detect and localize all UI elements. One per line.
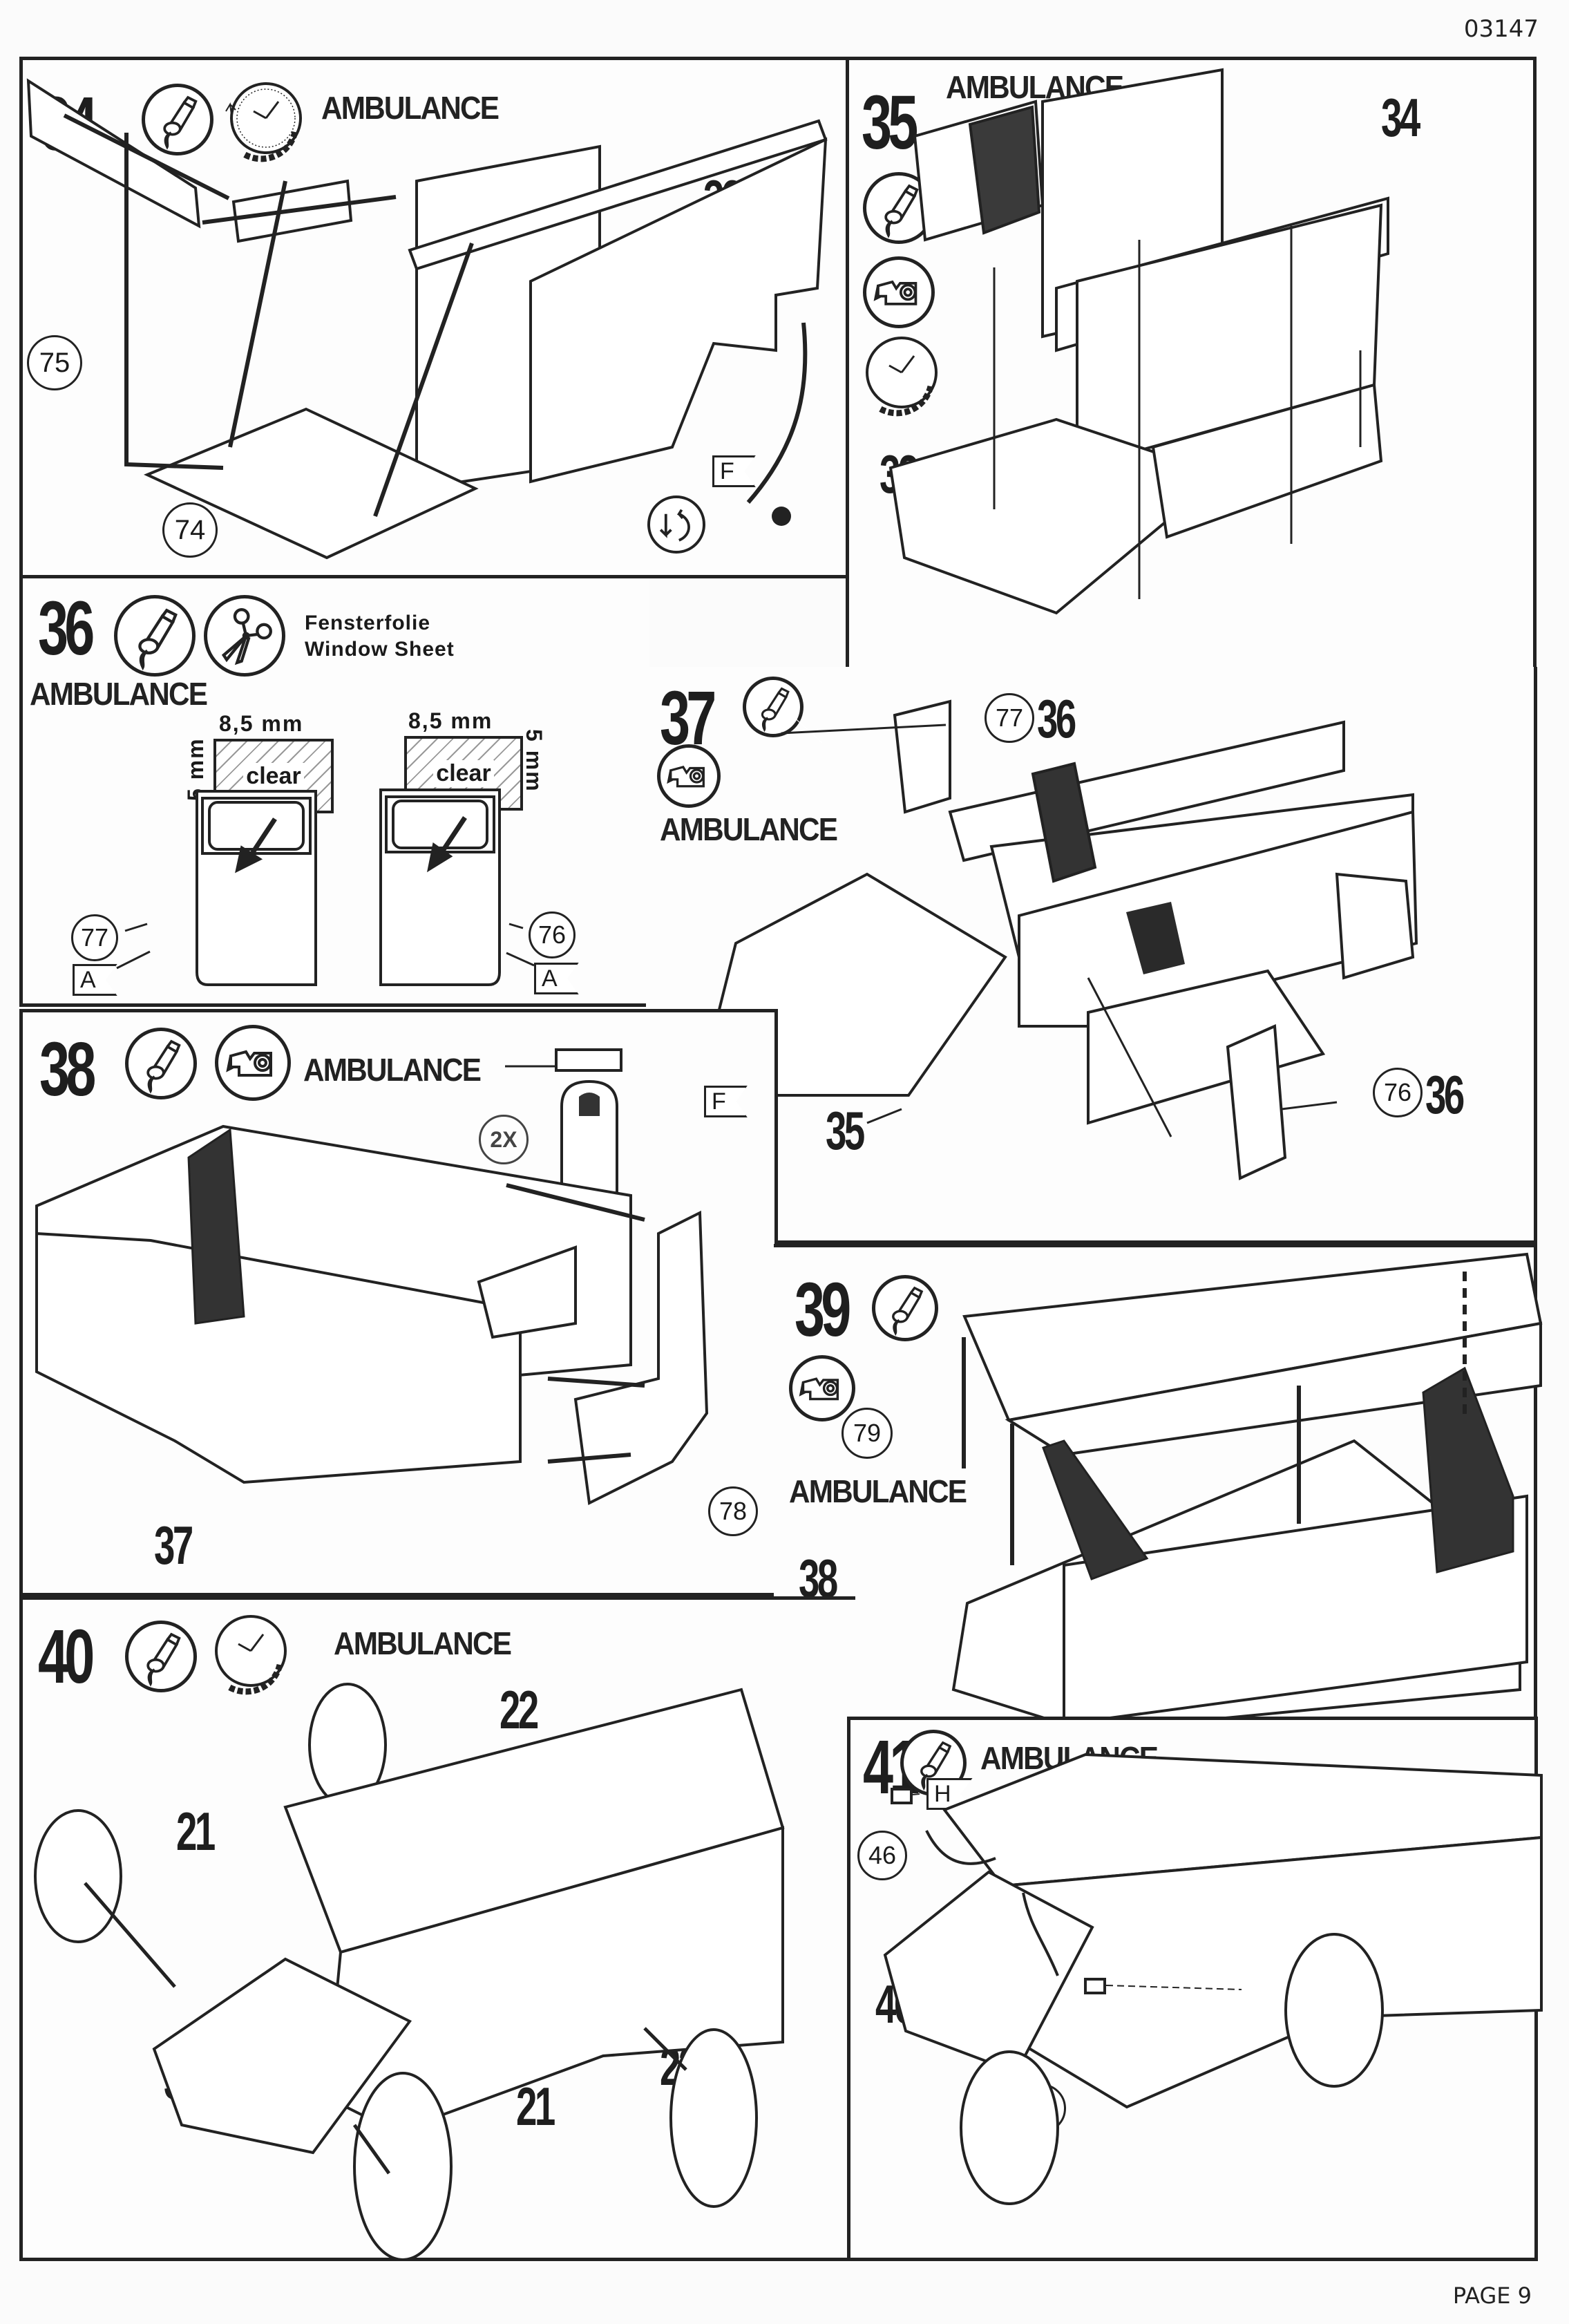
door-drawings: [23, 578, 653, 1010]
step-40-panel: 40 AMBULANCE 22 21 39 22 21: [19, 1596, 855, 2261]
part-callout: 79: [841, 1408, 893, 1459]
assembly-ref: 37: [154, 1515, 193, 1576]
assembly-ref: 36: [1037, 688, 1076, 749]
variant-label: AMBULANCE: [303, 1052, 482, 1088]
step-37-drawing: [646, 667, 1537, 1244]
drying-time-clock-icon: [223, 77, 306, 167]
quantity-badge: 2X: [479, 1115, 529, 1164]
window-width: 8,5 mm: [408, 708, 493, 733]
part-callout: 74: [162, 502, 218, 558]
part-callout: 75: [27, 335, 82, 390]
step-34-drawing: [23, 60, 855, 582]
part-callout: 77: [71, 914, 118, 961]
part-callout: 77: [985, 693, 1034, 743]
paint-dispenser-icon: [657, 744, 721, 808]
window-film-label: clear: [243, 762, 304, 790]
step-number: 39: [795, 1267, 851, 1352]
assembly-ref: 34: [1381, 87, 1420, 148]
assembly-ref: 21: [516, 2076, 555, 2137]
document-code: 03147: [1463, 15, 1539, 43]
assembly-ref: 36: [1425, 1064, 1465, 1125]
step-number: 36: [38, 586, 95, 671]
drying-time-clock-icon: [208, 1609, 291, 1699]
glue-tube-icon: [743, 677, 803, 737]
glue-tube-icon: [125, 1028, 197, 1099]
step-38-panel: 38 AMBULANCE 2X F 37 78: [19, 1009, 778, 1596]
glue-tube-icon: [125, 1621, 197, 1692]
step-41-panel: 41 AMBULANCE H 46 40 H 47: [847, 1717, 1543, 2261]
paint-dispenser-icon: [863, 256, 935, 328]
step-35-panel: 35 AMBULANCE 34 32: [846, 57, 1537, 672]
paint-dispenser-icon: [215, 1025, 291, 1101]
variant-label: AMBULANCE: [321, 90, 500, 126]
step-number: 38: [39, 1027, 96, 1112]
step-35-drawing: [849, 60, 1540, 675]
assembly-ref: 35: [826, 1100, 865, 1161]
step-39-panel: 39 79 AMBULANCE 38: [774, 1244, 1543, 1726]
part-callout: 78: [708, 1486, 758, 1536]
window-sheet-note-en: Window Sheet: [305, 638, 455, 661]
paint-dispenser-icon: [789, 1355, 855, 1421]
page-number: PAGE 9: [1452, 2283, 1532, 2309]
window-sheet-note-de: Fensterfolie: [305, 612, 431, 634]
variant-label: AMBULANCE: [30, 676, 208, 712]
glue-tube-icon: [114, 595, 196, 677]
variant-label: AMBULANCE: [660, 811, 838, 847]
part-callout: 76: [1373, 1068, 1423, 1117]
step-number: 35: [862, 80, 918, 165]
rotate-flip-icon: [647, 495, 705, 554]
window-width: 8,5 mm: [219, 711, 304, 736]
step-37-panel: 37 AMBULANCE 77 36 76 36 35: [646, 667, 1537, 1244]
glue-tube-icon: [142, 84, 213, 155]
variant-label: AMBULANCE: [789, 1473, 967, 1509]
part-callout: 76: [529, 911, 576, 958]
window-film-label: clear: [433, 759, 494, 787]
color-flag: F: [712, 455, 756, 487]
glue-tube-icon: [872, 1275, 938, 1341]
scissors-cut-icon: [204, 595, 285, 677]
variant-label: AMBULANCE: [334, 1625, 512, 1661]
step-40-drawing: [23, 1600, 859, 2265]
step-number: 40: [38, 1614, 95, 1699]
step-number: 37: [660, 676, 716, 761]
step-34-panel: 34 AMBULANCE 33 75 74 F: [19, 57, 851, 578]
step-41-drawing: [850, 1720, 1543, 2265]
step-38-drawing: [23, 1012, 781, 1600]
assembly-ref: 21: [176, 1801, 216, 1862]
step-39-drawing: [774, 1247, 1543, 1726]
part-callout: 46: [857, 1831, 907, 1880]
step-36-panel: 36 Fensterfolie Window Sheet AMBULANCE 8…: [19, 575, 649, 1007]
drying-time-clock-icon: [859, 331, 942, 421]
assembly-ref: 22: [500, 1679, 539, 1740]
